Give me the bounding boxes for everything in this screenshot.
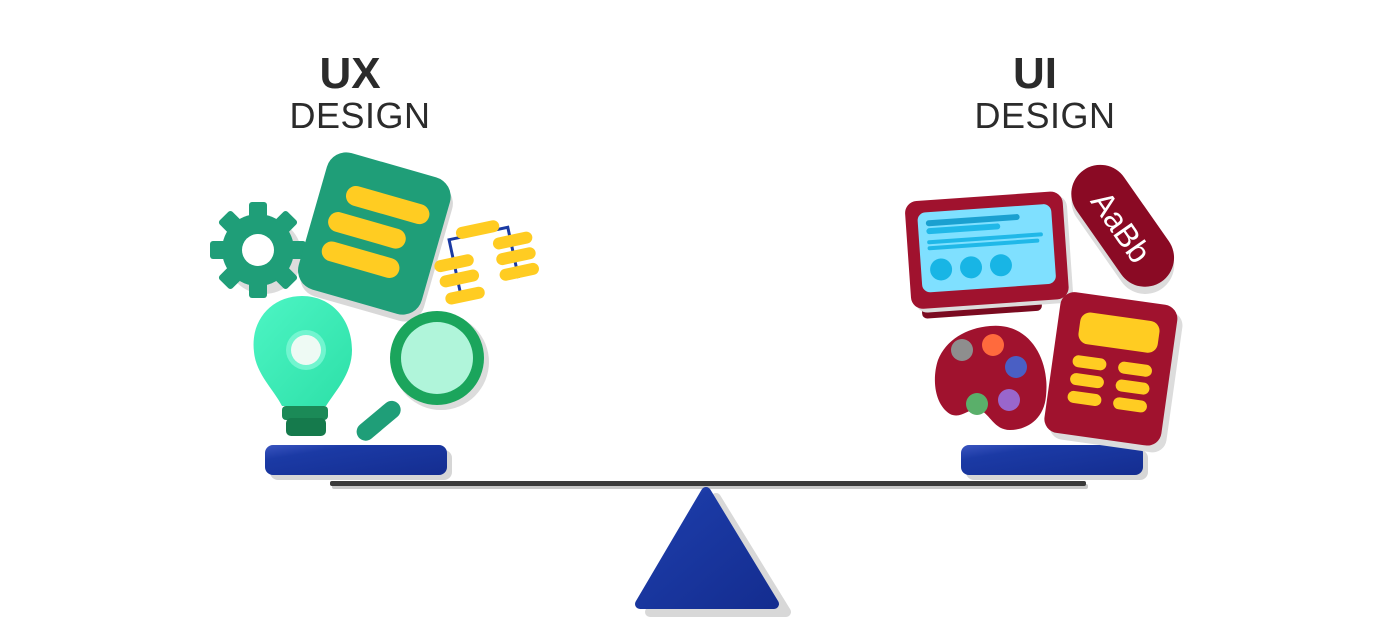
ux-label: UX DESIGN — [280, 52, 440, 136]
fulcrum-triangle — [635, 487, 791, 617]
magnifier-icon — [356, 311, 489, 441]
ux-subtitle: DESIGN — [289, 95, 431, 136]
right-pan — [961, 445, 1148, 480]
typography-icon: AaBb — [1071, 164, 1175, 294]
lightbulb-icon — [253, 296, 352, 436]
document-icon — [298, 152, 453, 322]
palette-icon — [934, 325, 1047, 430]
monitor-icon — [905, 191, 1073, 319]
seesaw-beam — [330, 481, 1088, 489]
left-pan — [265, 445, 452, 480]
calculator-icon — [1044, 292, 1183, 453]
ui-title: UI — [1013, 49, 1057, 98]
ui-label: UI DESIGN — [965, 52, 1125, 136]
ux-title: UX — [319, 49, 381, 98]
ui-subtitle: DESIGN — [974, 95, 1116, 136]
flowchart-icon — [434, 220, 539, 305]
gear-icon — [210, 202, 306, 298]
